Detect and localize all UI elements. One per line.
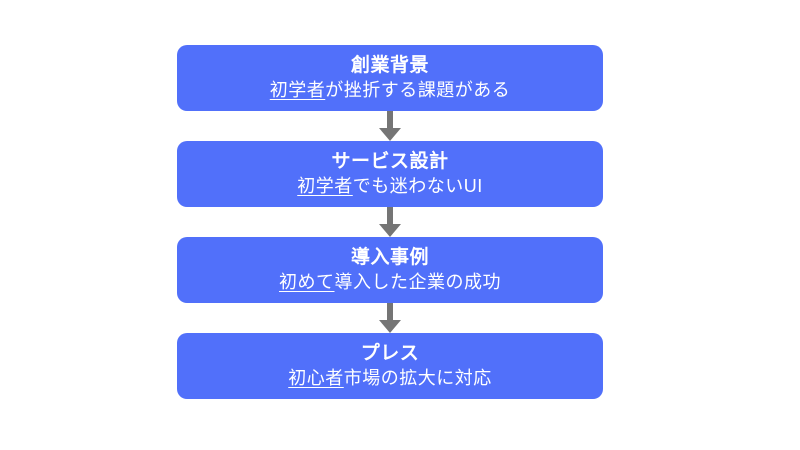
node-subtitle: 初めて導入した企業の成功 (279, 270, 501, 295)
node-title: 導入事例 (350, 246, 429, 268)
subtitle-rest: 市場の拡大に対応 (343, 367, 492, 388)
down-arrow (379, 111, 401, 141)
node-subtitle: 初心者市場の拡大に対応 (288, 366, 492, 391)
underlined-term: 初心者 (288, 367, 344, 388)
arrow-shaft (387, 303, 393, 320)
underlined-term: 初学者 (269, 79, 326, 100)
down-arrow (379, 303, 401, 333)
flow-node-founding-background: 創業背景 初学者が挫折する課題がある (177, 45, 603, 111)
arrow-head-icon (379, 320, 401, 333)
flow-node-case-studies: 導入事例 初めて導入した企業の成功 (177, 237, 603, 303)
underlined-term: 初学者 (297, 175, 353, 196)
flow-node-service-design: サービス設計 初学者でも迷わないUI (177, 141, 603, 207)
arrow-head-icon (379, 128, 401, 141)
subtitle-rest: でも迷わないUI (352, 175, 483, 196)
node-title: 創業背景 (350, 54, 429, 76)
node-subtitle: 初学者が挫折する課題がある (270, 78, 511, 103)
node-title: プレス (360, 342, 420, 364)
underlined-term: 初めて (279, 271, 335, 292)
node-title: サービス設計 (331, 150, 449, 172)
vertical-flowchart: 創業背景 初学者が挫折する課題がある サービス設計 初学者でも迷わないUI 導入… (177, 45, 603, 399)
subtitle-rest: 導入した企業の成功 (334, 271, 501, 292)
node-subtitle: 初学者でも迷わないUI (297, 174, 483, 199)
arrow-shaft (387, 111, 393, 128)
down-arrow (379, 207, 401, 237)
flow-node-press: プレス 初心者市場の拡大に対応 (177, 333, 603, 399)
arrow-shaft (387, 207, 393, 224)
subtitle-rest: が挫折する課題がある (325, 79, 511, 100)
arrow-head-icon (379, 224, 401, 237)
